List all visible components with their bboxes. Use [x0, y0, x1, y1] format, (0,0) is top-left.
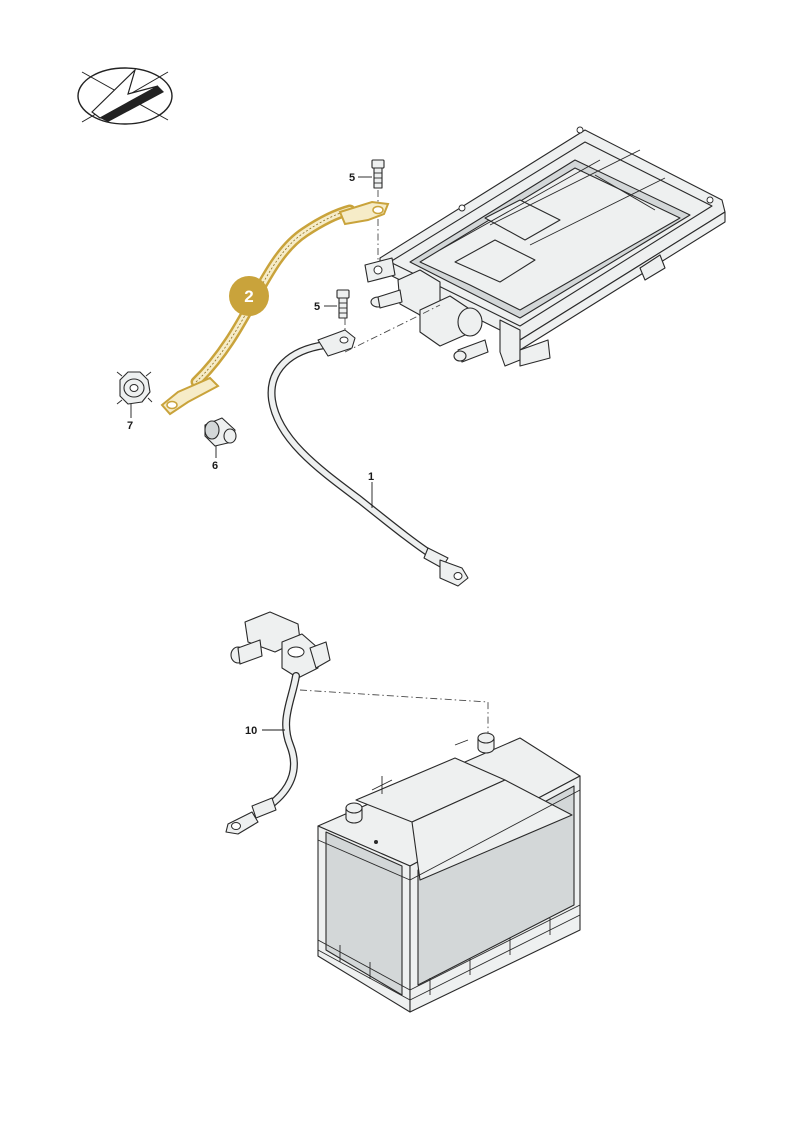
- battery: [317, 732, 581, 1013]
- callout-6: 6: [212, 460, 218, 472]
- callout-7: 7: [127, 420, 133, 432]
- battery-cable-upper: [267, 329, 469, 587]
- orientation-arrow-icon: [77, 67, 173, 125]
- assembly-lines-bottom: [299, 689, 489, 740]
- callout-10: 10: [245, 725, 257, 737]
- callout-5-upper: 5: [349, 172, 355, 184]
- callout-2: 2: [244, 287, 253, 306]
- nut-serrated: [116, 371, 153, 405]
- bolt-middle: [336, 289, 350, 319]
- assembly-lines-top: [344, 190, 441, 353]
- callout-1: 1: [368, 471, 374, 483]
- highlight-badge: 2: [229, 276, 269, 316]
- callout-5-middle: 5: [314, 301, 320, 313]
- terminal-cable: [225, 611, 331, 835]
- bolt-upper: [371, 159, 385, 189]
- leader-lines: [130, 176, 373, 731]
- ground-strap-highlighted: [160, 200, 390, 416]
- converter-unit: [364, 126, 726, 367]
- stud-bolt: [204, 417, 237, 447]
